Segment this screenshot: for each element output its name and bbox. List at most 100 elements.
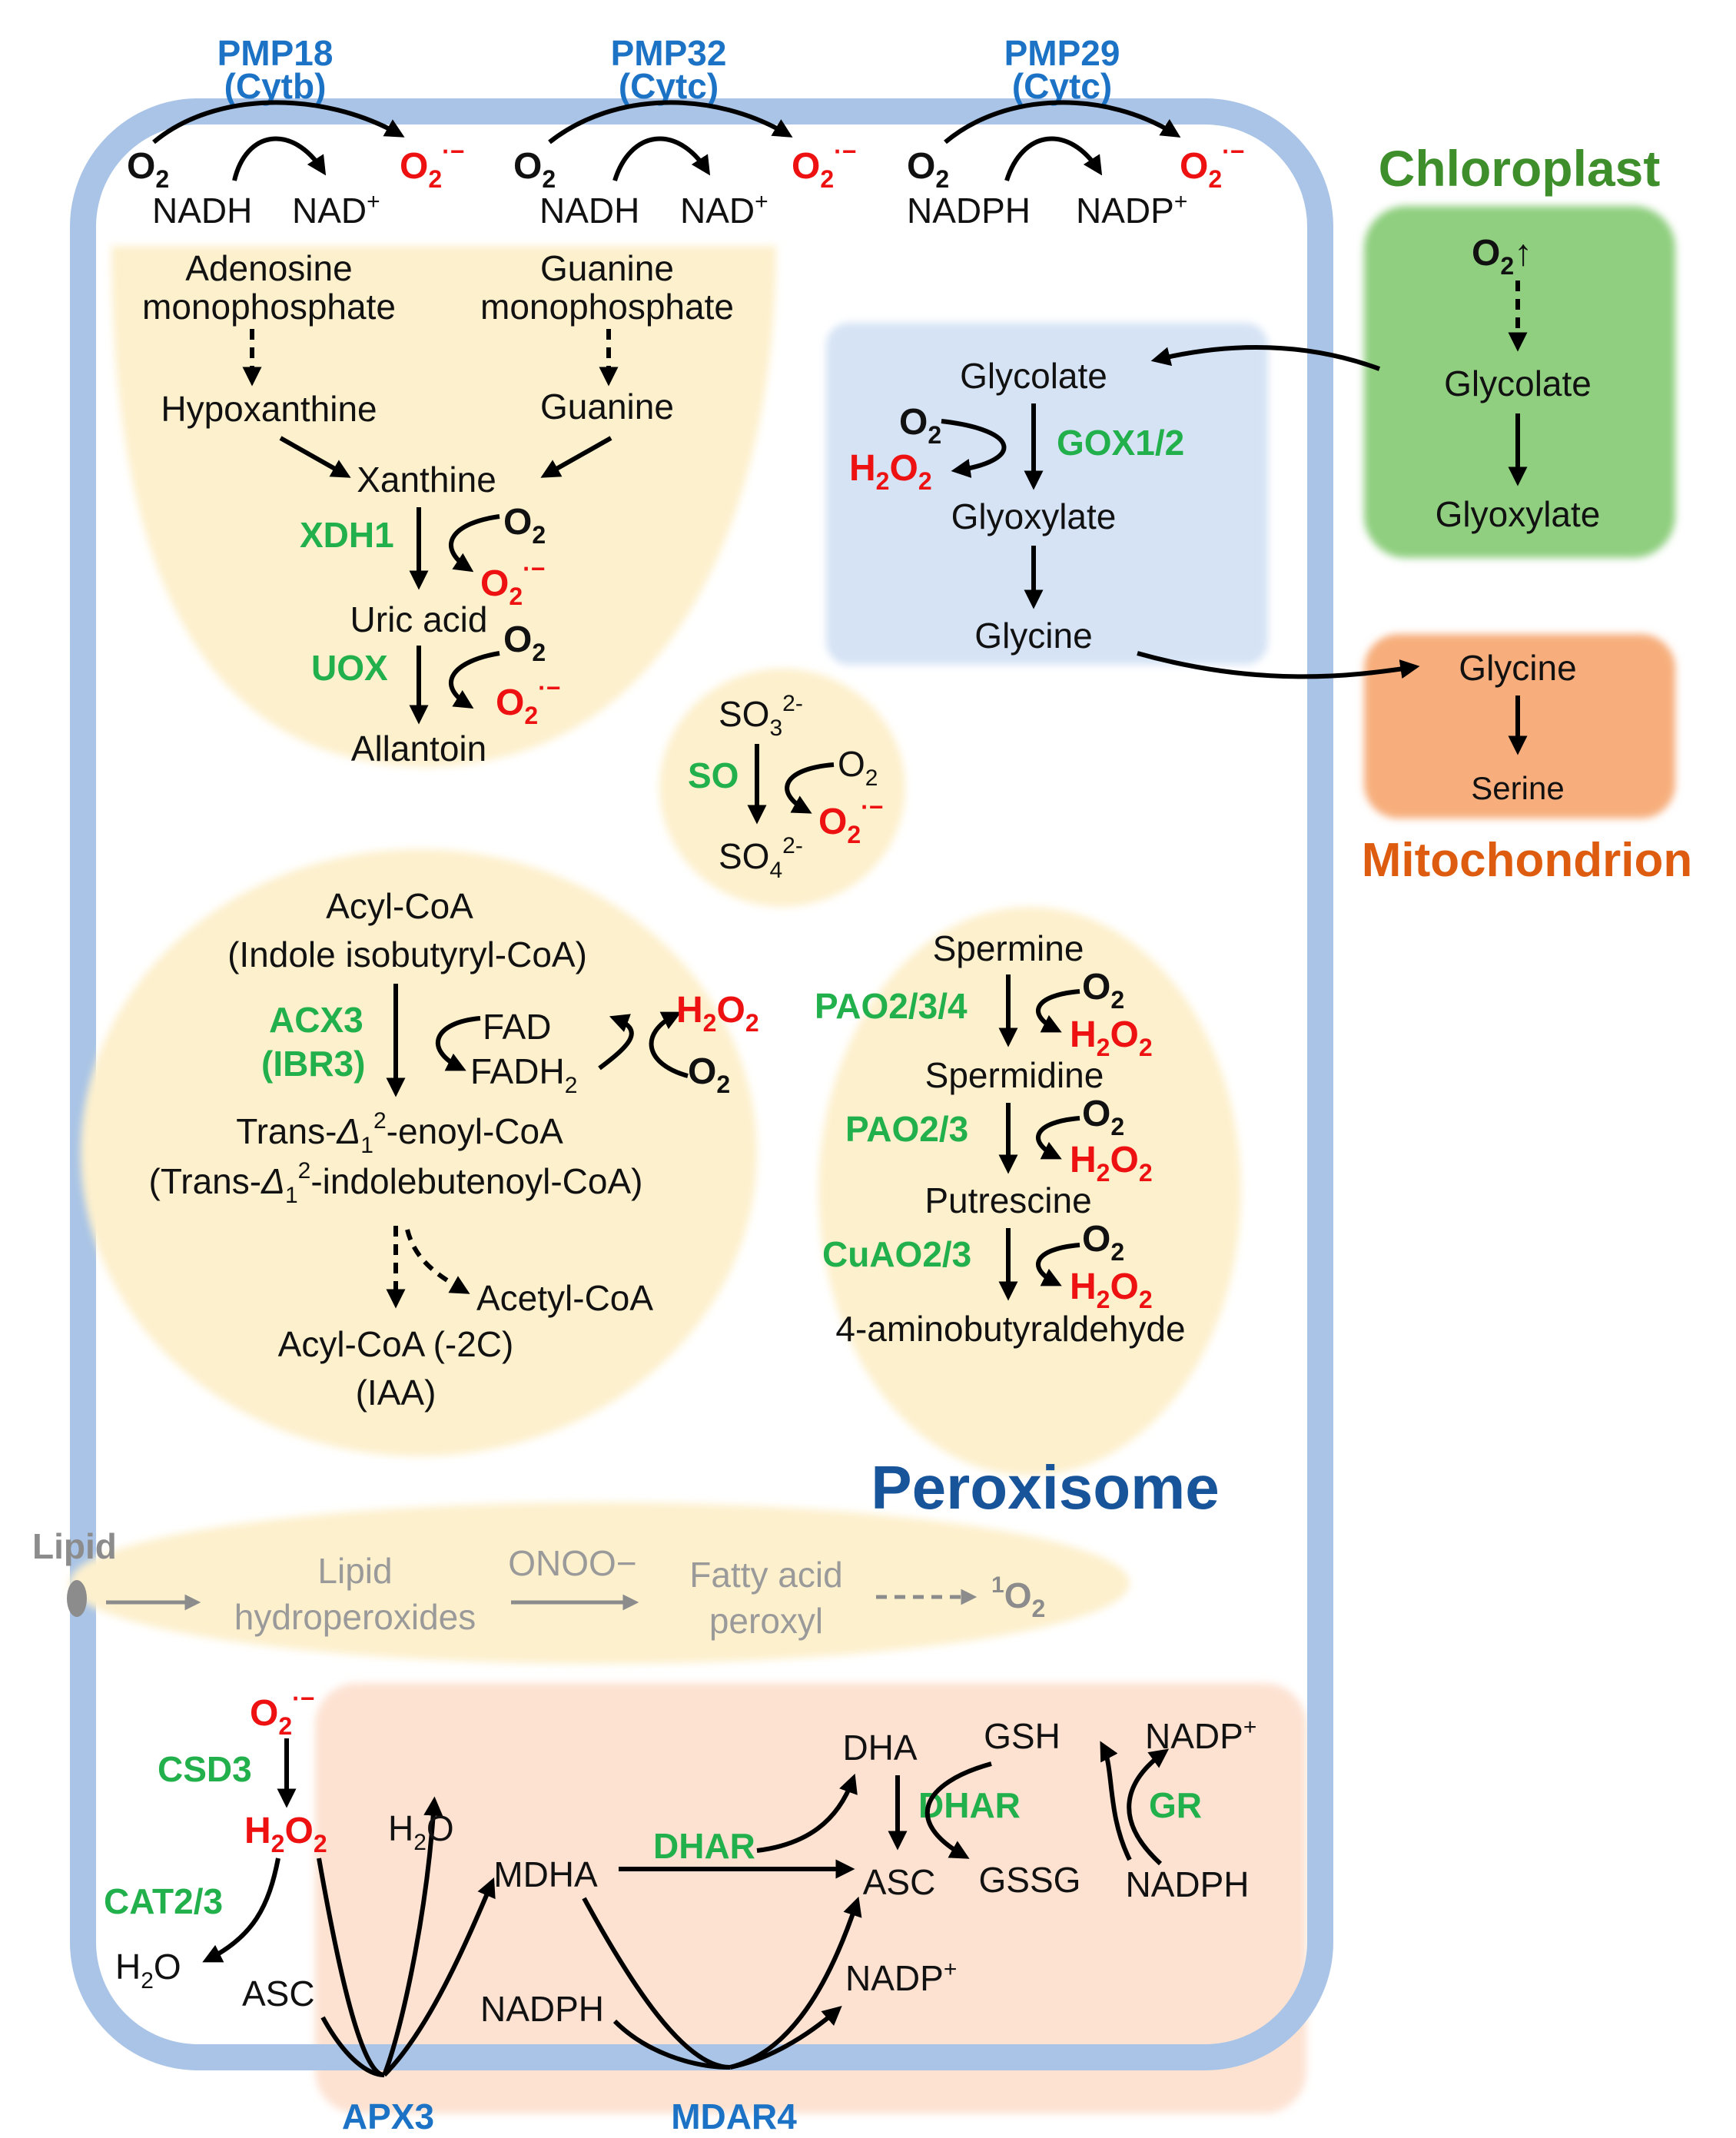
acx3-enzyme: ACX3 — [269, 1000, 363, 1040]
pmp18-product: NAD+ — [292, 189, 380, 231]
pao23-o2: O2 — [1082, 1094, 1124, 1140]
pao234-side-arrow — [1036, 989, 1080, 1033]
putrescine-label: Putrescine — [924, 1180, 1091, 1220]
cuao-h2o2: H2O2 — [1070, 1267, 1153, 1313]
antioxidant-h2o2: H2O2 — [244, 1811, 327, 1857]
mitochondrion-content: Glycine Serine — [1459, 648, 1576, 806]
pmp29-product: NADP+ — [1076, 189, 1187, 231]
pao234-o2: O2 — [1082, 967, 1124, 1014]
pao23-enzyme: PAO2/3 — [845, 1109, 968, 1149]
fad-cycle-arrow — [436, 1016, 481, 1071]
chloroplast-box — [1364, 206, 1675, 558]
backgrounds — [69, 98, 1675, 2113]
chloroplast-content: O2↑ Glycolate Glyoxylate — [1436, 233, 1601, 534]
pao234-h2o2: H2O2 — [1070, 1014, 1153, 1061]
trans-indolebutenoyl-label: (Trans-Δ12-indolebutenoyl-CoA) — [149, 1158, 643, 1208]
mitochondrion-label: Mitochondrion — [1362, 834, 1692, 887]
guanine-to-xanthine-arrow — [540, 436, 612, 478]
pmp32-cyt: (Cytc) — [619, 66, 719, 106]
onoo-label: ONOO− — [508, 1543, 636, 1583]
nadph-mdar-label: NADPH — [480, 1989, 604, 2029]
amp-label-1: Adenosine — [185, 248, 352, 288]
pmp29-branch — [1004, 136, 1103, 181]
mdar-mdha-arrow — [582, 1897, 731, 2070]
sulfite-label: SO32- — [719, 691, 803, 741]
pmp32-donor: NADH — [539, 191, 639, 231]
gsh-label: GSH — [984, 1716, 1061, 1756]
pmp32-group: PMP32 (Cytc) O2 NADH NAD+ O2·− — [513, 33, 856, 231]
xdh1-enzyme: XDH1 — [300, 515, 394, 555]
apx3-asc-arrow — [320, 2016, 385, 2077]
pmp29-arrow — [944, 100, 1181, 144]
pmp32-arrow — [548, 100, 793, 144]
cuao-enzyme: CuAO2/3 — [822, 1234, 971, 1274]
polyamine-region — [818, 907, 1241, 1476]
uox-o2: O2 — [503, 619, 546, 666]
glyoxylate-label: Glyoxylate — [951, 496, 1117, 536]
uox-side-arrow — [449, 651, 500, 709]
so-side-arrow — [785, 762, 835, 814]
fadh2-reoxidation-arrow — [598, 1014, 634, 1071]
asc-left-label: ASC — [242, 1974, 315, 2014]
iaa-label: (IAA) — [356, 1373, 436, 1413]
mito-glycine-label: Glycine — [1459, 648, 1576, 688]
pmp18-branch — [232, 136, 327, 181]
sulfite-region — [659, 669, 905, 907]
pmp32-name: PMP32 — [611, 33, 727, 73]
glycolate-label: Glycolate — [960, 356, 1107, 396]
pmp32-branch — [612, 136, 711, 181]
chloroplast-label: Chloroplast — [1379, 140, 1661, 197]
dhar-arrow-enzyme: DHAR — [653, 1826, 755, 1866]
singlet-oxygen-label: 1O2 — [991, 1572, 1045, 1622]
enoyl-to-acetyl-arrow — [405, 1229, 470, 1294]
mdha-to-dha-arrow — [756, 1773, 858, 1853]
pmp18-group: PMP18 (Cytb) O2 NADH NAD+ O2·− — [127, 33, 464, 231]
pmp29-cyt: (Cytc) — [1012, 66, 1112, 106]
acetyl-coa-label: Acetyl-CoA — [476, 1278, 653, 1318]
pmp32-superoxide: O2·− — [792, 138, 856, 193]
uric-acid-label: Uric acid — [350, 599, 488, 639]
mdar-nadph-arrow — [612, 2019, 731, 2070]
gssg-to-gsh-arrow — [1100, 1741, 1132, 1861]
sulfate-label: SO42- — [719, 833, 803, 883]
uox-superoxide: O2·− — [496, 674, 560, 729]
fatty-acid-peroxyl-label-1: Fatty acid — [689, 1555, 842, 1595]
glycine-export-arrow — [1137, 651, 1420, 679]
lipid-title: Lipid — [32, 1526, 117, 1566]
nadp-gr-label: NADP+ — [1145, 1715, 1256, 1756]
xanthine-label: Xanthine — [357, 460, 496, 500]
acyl-coa-2c-label: Acyl-CoA (-2C) — [278, 1324, 514, 1364]
lipid-pathway: Lipid Lipid hydroperoxides ONOO− Fatty a… — [32, 1526, 1045, 1641]
csd3-enzyme: CSD3 — [158, 1749, 252, 1789]
beta-oxidation-pathway: Acyl-CoA (Indole isobutyryl-CoA) ACX3 (I… — [149, 886, 759, 1413]
pmp29-superoxide: O2·− — [1180, 138, 1244, 193]
serine-label: Serine — [1471, 770, 1564, 806]
pao23-side-arrow — [1036, 1116, 1080, 1160]
lipid-droplet — [67, 1580, 87, 1617]
so-enzyme: SO — [688, 755, 739, 795]
chloroplast-glycolate-import-arrow — [1150, 345, 1381, 371]
apx3-water: H2O — [388, 1808, 454, 1855]
trans-enoyl-coa-label: Trans-Δ12-enoyl-CoA — [236, 1108, 563, 1158]
gox-side-arrow — [941, 419, 1007, 479]
acyl-coa-label: Acyl-CoA — [326, 886, 473, 926]
pmp18-superoxide: O2·− — [400, 138, 464, 193]
gox-h2o2: H2O2 — [849, 448, 932, 495]
gsh-to-gssg-arrow — [924, 1761, 992, 1859]
nadp-mdar-label: NADP+ — [845, 1957, 957, 1998]
pmp29-o2: O2 — [907, 146, 949, 193]
chloroplast-glyoxylate-label: Glyoxylate — [1436, 494, 1601, 534]
ibr3-enzyme: (IBR3) — [261, 1044, 365, 1084]
sulfite-pathway: SO32- SO O2 O2·− SO42- — [688, 691, 883, 883]
gmp-label-1: Guanine — [540, 248, 674, 288]
apx3-mdha-arrow — [382, 1877, 496, 2077]
gmp-label-2: monophosphate — [480, 287, 734, 327]
pao23-h2o2: H2O2 — [1070, 1140, 1153, 1187]
hypoxanthine-label: Hypoxanthine — [161, 389, 377, 429]
antioxidant-region — [315, 1683, 1306, 2113]
guanine-label: Guanine — [540, 387, 674, 427]
photorespiration-pathway: Glycolate GOX1/2 O2 H2O2 Glyoxylate Glyc… — [849, 345, 1420, 679]
cat-enzyme: CAT2/3 — [104, 1881, 223, 1921]
catalase-water: H2O — [115, 1947, 181, 1994]
apx3-water-arrow — [382, 1796, 443, 2077]
